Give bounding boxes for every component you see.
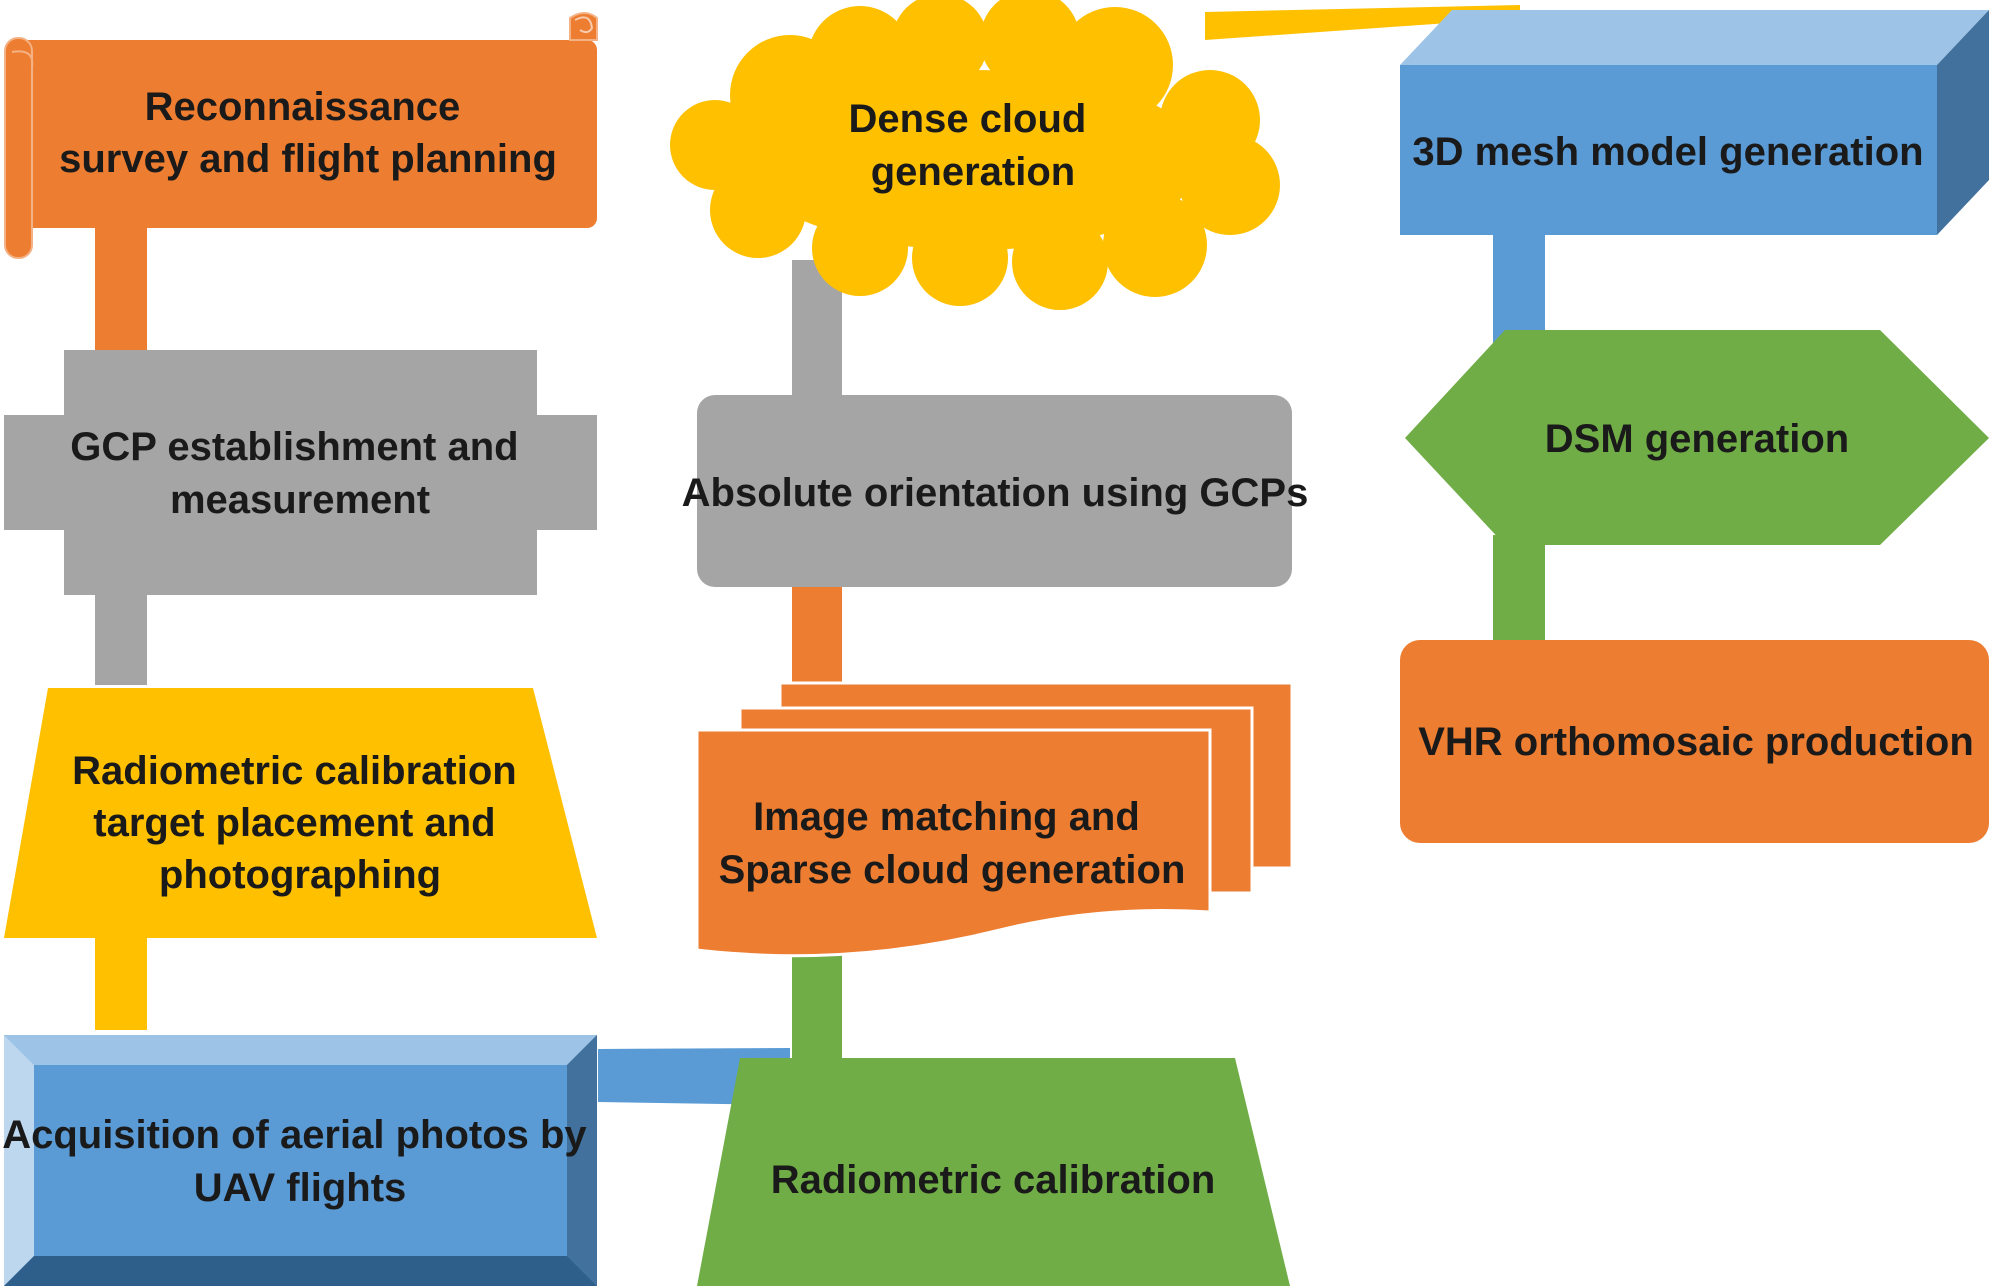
image-matching-line-2: Sparse cloud generation bbox=[719, 848, 1186, 892]
gcp-line-1: GCP establishment and bbox=[70, 425, 518, 469]
svg-text:Reconnaissance survey an: Reconnaissance survey and flight plannin… bbox=[59, 85, 557, 181]
connector-recon-to-gcp bbox=[95, 228, 147, 350]
mesh-model-line-1: 3D mesh model generation bbox=[1412, 130, 1923, 174]
reconnaissance-line-2: survey and flight planning bbox=[59, 137, 557, 181]
step-gcp: GCP establishment and measurement bbox=[4, 350, 597, 595]
step-image-matching: Image matching and Sparse cloud generati… bbox=[695, 681, 1294, 958]
svg-text:Absolute orientation using GCP: Absolute orientation using GCPs bbox=[682, 471, 1309, 515]
dense-cloud-line-1: Dense cloud bbox=[849, 97, 1087, 141]
trapezoid-shape bbox=[4, 688, 597, 938]
gcp-line-2: measurement bbox=[170, 478, 430, 522]
rounded-rectangle-shape bbox=[697, 395, 1292, 587]
absolute-orientation-line-1: Absolute orientation using GCPs bbox=[682, 471, 1309, 515]
connector-radiometric-to-matching bbox=[792, 955, 842, 1065]
step-acquisition: Acquisition of aerial photos by UAV flig… bbox=[2, 1035, 598, 1286]
scroll-shape bbox=[4, 12, 598, 259]
acquisition-line-2: UAV flights bbox=[194, 1166, 407, 1210]
image-matching-line-1: Image matching and bbox=[753, 795, 1140, 839]
trapezoid-shape bbox=[697, 1058, 1290, 1286]
svg-text:GCP establishment and me: GCP establishment and measurement bbox=[70, 425, 529, 522]
step-dsm: DSM generation bbox=[1405, 330, 1989, 545]
svg-text:Dense cloud generation: Dense cloud generation bbox=[849, 97, 1098, 194]
connector-matching-to-orientation bbox=[792, 585, 842, 685]
plaque-shape bbox=[4, 350, 597, 595]
radiometric-target-line-1: Radiometric calibration bbox=[72, 749, 517, 793]
orthomosaic-line-1: VHR orthomosaic production bbox=[1418, 720, 1974, 764]
step-radiometric-target: Radiometric calibration target placement… bbox=[4, 688, 597, 938]
step-radiometric-calibration: Radiometric calibration bbox=[697, 1058, 1290, 1286]
dsm-line-1: DSM generation bbox=[1545, 417, 1849, 461]
step-orthomosaic: VHR orthomosaic production bbox=[1400, 640, 1989, 843]
step-reconnaissance: Reconnaissance survey and flight plannin… bbox=[4, 12, 598, 259]
svg-text:VHR orthomosaic production: VHR orthomosaic production bbox=[1418, 720, 1974, 764]
svg-text:Radiometric calibration: Radiometric calibration target placement… bbox=[72, 749, 528, 897]
step-absolute-orientation: Absolute orientation using GCPs bbox=[682, 395, 1309, 587]
dense-cloud-line-2: generation bbox=[871, 150, 1075, 194]
radiometric-target-line-3: photographing bbox=[159, 853, 441, 897]
reconnaissance-line-1: Reconnaissance bbox=[145, 85, 461, 129]
connector-gcp-to-target bbox=[95, 595, 147, 685]
step-mesh-model: 3D mesh model generation bbox=[1400, 10, 1989, 235]
rounded-rectangle-shape bbox=[1400, 640, 1989, 843]
radiometric-calibration-line-1: Radiometric calibration bbox=[771, 1158, 1216, 1202]
svg-text:Acquisition of aerial photos b: Acquisition of aerial photos by UAV flig… bbox=[2, 1113, 598, 1210]
svg-text:Radiometric calibration: Radiometric calibration bbox=[771, 1158, 1216, 1202]
step-dense-cloud: Dense cloud generation bbox=[670, 0, 1280, 310]
svg-text:3D mesh model generation: 3D mesh model generation bbox=[1412, 130, 1923, 174]
connector-dsm-to-ortho bbox=[1493, 535, 1545, 640]
acquisition-line-1: Acquisition of aerial photos by bbox=[2, 1113, 587, 1157]
hexagon-shape bbox=[1405, 330, 1989, 545]
radiometric-target-line-2: target placement and bbox=[93, 801, 495, 845]
connector-target-to-acquisition bbox=[95, 938, 147, 1030]
cloud-shape bbox=[670, 0, 1280, 310]
connector-dense-to-mesh bbox=[1205, 5, 1520, 40]
svg-text:DSM generation: DSM generation bbox=[1545, 417, 1849, 461]
multi-document-shape bbox=[695, 681, 1294, 958]
svg-text:Image matching and Spars: Image matching and Sparse cloud generati… bbox=[719, 795, 1186, 892]
bevel-shape bbox=[4, 1035, 597, 1286]
cube-shape bbox=[1400, 10, 1989, 235]
